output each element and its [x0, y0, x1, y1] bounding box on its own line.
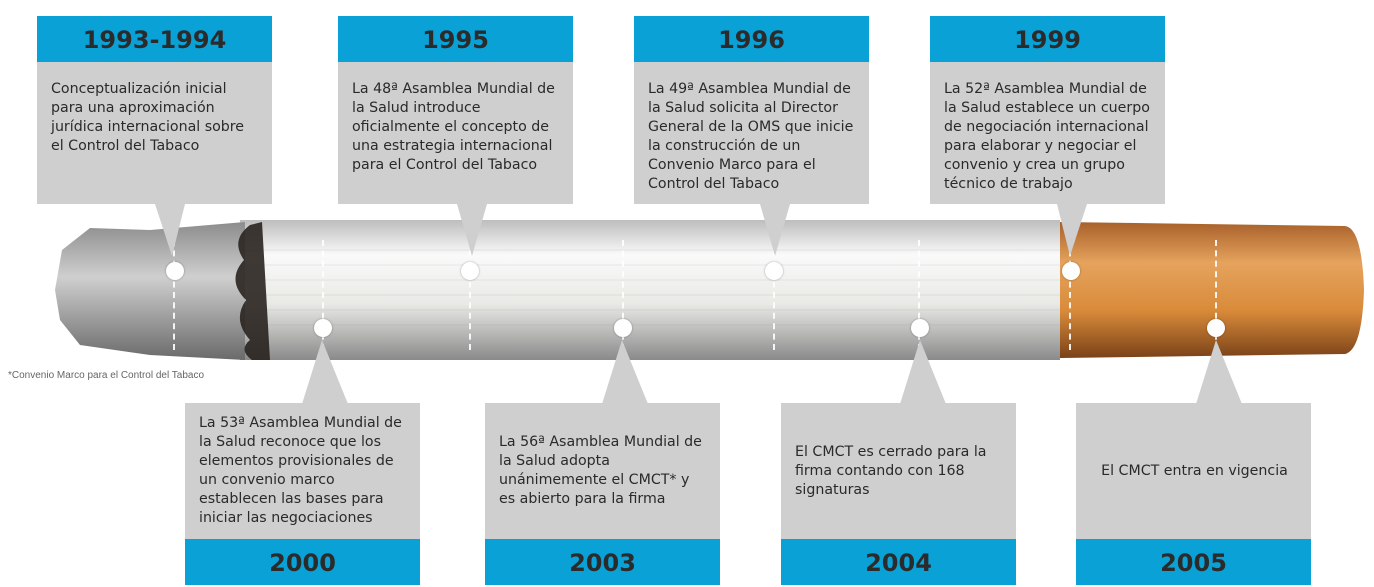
- marker-2004: [918, 240, 920, 350]
- dot-1999: [1062, 262, 1080, 280]
- milestone-year: 1995: [338, 16, 573, 62]
- milestone-text: El CMCT es cerrado para la firma contand…: [781, 403, 1016, 539]
- milestone-text: Conceptualización inicial para una aprox…: [37, 62, 272, 204]
- milestone-card-1999: 1999 La 52ª Asamblea Mundial de la Salud…: [930, 16, 1165, 204]
- marker-2000: [322, 240, 324, 350]
- milestone-card-2000: La 53ª Asamblea Mundial de la Salud reco…: [185, 403, 420, 585]
- marker-2003: [622, 240, 624, 350]
- dot-1996: [765, 262, 783, 280]
- milestone-year: 1996: [634, 16, 869, 62]
- milestone-year: 2005: [1076, 539, 1311, 585]
- pointer-1996: [760, 204, 790, 256]
- dot-2000: [314, 319, 332, 337]
- marker-2005: [1215, 240, 1217, 350]
- milestone-card-2005: El CMCT entra en vigencia 2005: [1076, 403, 1311, 585]
- milestone-card-1993-1994: 1993-1994 Conceptualización inicial para…: [37, 16, 272, 204]
- cigarette-filter: [1060, 222, 1364, 358]
- footnote: *Convenio Marco para el Control del Taba…: [8, 370, 205, 381]
- dot-1993: [166, 262, 184, 280]
- milestone-card-2003: La 56ª Asamblea Mundial de la Salud adop…: [485, 403, 720, 585]
- milestone-card-1995: 1995 La 48ª Asamblea Mundial de la Salud…: [338, 16, 573, 204]
- milestone-text: La 53ª Asamblea Mundial de la Salud reco…: [185, 403, 420, 539]
- milestone-card-2004: El CMCT es cerrado para la firma contand…: [781, 403, 1016, 585]
- cigarette-paper: [240, 220, 1060, 360]
- pointer-2004: [900, 340, 946, 404]
- milestone-year: 1999: [930, 16, 1165, 62]
- marker-1996: [773, 240, 775, 350]
- milestone-text: La 56ª Asamblea Mundial de la Salud adop…: [485, 403, 720, 539]
- dot-2004: [911, 319, 929, 337]
- pointer-2003: [602, 340, 648, 404]
- milestone-text: La 49ª Asamblea Mundial de la Salud soli…: [634, 62, 869, 204]
- milestone-year: 2000: [185, 539, 420, 585]
- milestone-year: 2004: [781, 539, 1016, 585]
- milestone-text: El CMCT entra en vigencia: [1076, 403, 1311, 539]
- milestone-card-1996: 1996 La 49ª Asamblea Mundial de la Salud…: [634, 16, 869, 204]
- dot-1995: [461, 262, 479, 280]
- marker-1995: [469, 240, 471, 350]
- pointer-2000: [302, 340, 348, 404]
- milestone-text: La 52ª Asamblea Mundial de la Salud esta…: [930, 62, 1165, 204]
- dot-2003: [614, 319, 632, 337]
- pointer-1995: [457, 204, 487, 256]
- marker-1999: [1069, 240, 1071, 350]
- milestone-text: La 48ª Asamblea Mundial de la Salud intr…: [338, 62, 573, 204]
- milestone-year: 2003: [485, 539, 720, 585]
- pointer-2005: [1196, 340, 1242, 404]
- pointer-1999: [1057, 204, 1087, 256]
- cigarette-ash: [55, 222, 245, 360]
- pointer-1993: [155, 204, 185, 256]
- dot-2005: [1207, 319, 1225, 337]
- marker-1993: [173, 240, 175, 350]
- milestone-year: 1993-1994: [37, 16, 272, 62]
